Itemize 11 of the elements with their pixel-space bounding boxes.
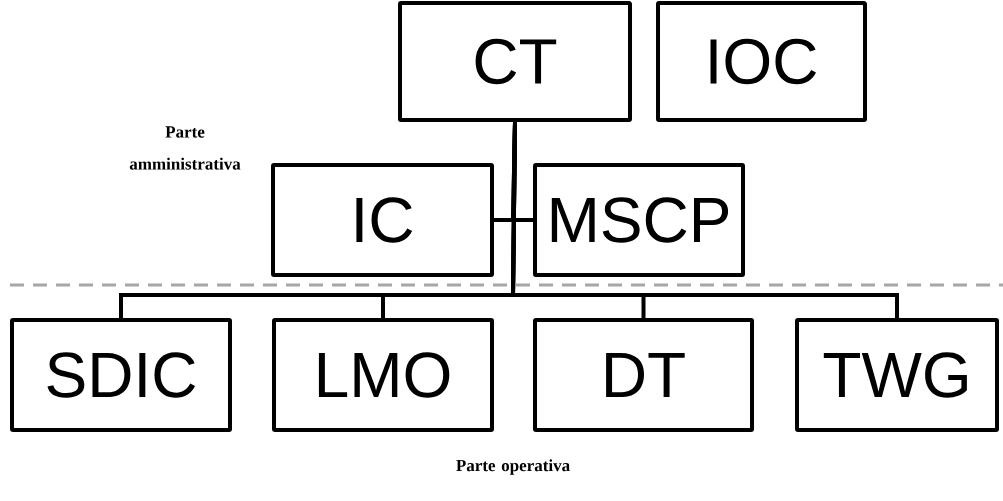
- org-box: CT: [398, 1, 632, 122]
- org-box: IOC: [656, 1, 867, 122]
- org-box: DT: [533, 318, 754, 432]
- org-box: IC: [271, 163, 494, 277]
- org-box: LMO: [272, 318, 494, 432]
- section-label: Parte amministrativa: [129, 126, 241, 170]
- org-box: TWG: [795, 318, 999, 432]
- org-box: MSCP: [533, 163, 745, 277]
- section-label: Parte operativa: [456, 459, 570, 475]
- org-box: SDIC: [10, 318, 232, 432]
- connector-line: [511, 121, 899, 318]
